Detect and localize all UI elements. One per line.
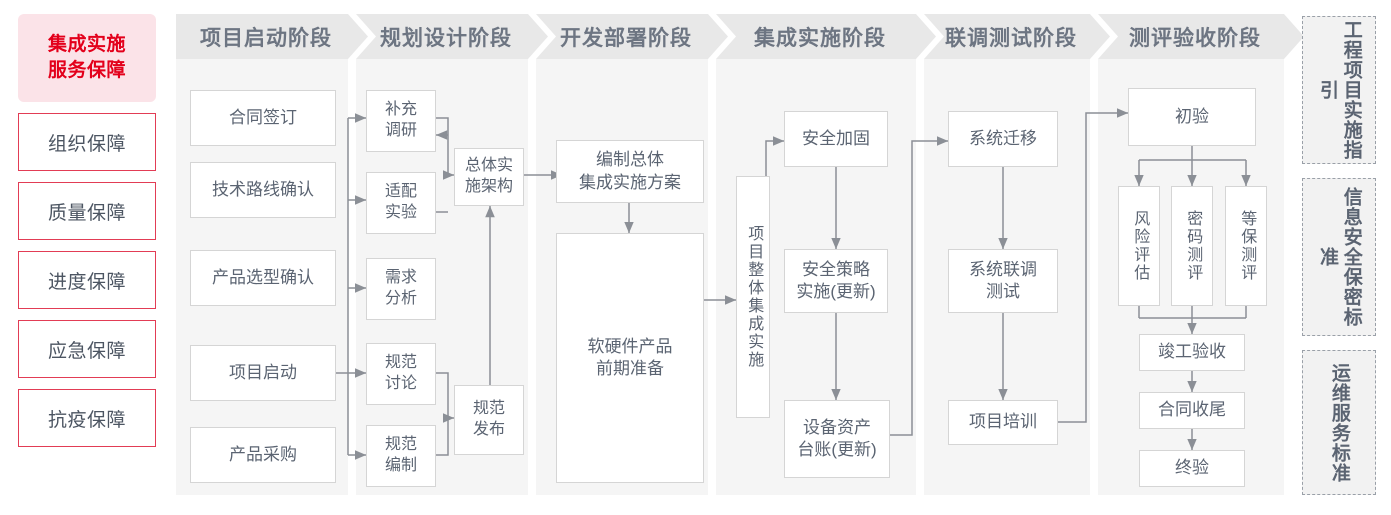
- standard-card-operations[interactable]: 运维服务标准: [1302, 350, 1376, 495]
- service-guarantee-title-line-2: 服务保障: [47, 60, 126, 81]
- node-system-migration[interactable]: 系统迁移: [948, 111, 1058, 167]
- phase-header-4: 集成实施阶段: [716, 14, 936, 59]
- node-spec-drafting[interactable]: 规范编制: [366, 425, 436, 487]
- node-product-selection[interactable]: 产品选型确认: [190, 250, 336, 306]
- phase-header-3: 开发部署阶段: [536, 14, 728, 59]
- node-initial-acceptance[interactable]: 初验: [1128, 88, 1256, 146]
- node-contract-closeout[interactable]: 合同收尾: [1139, 392, 1245, 429]
- standard-card-security[interactable]: 信息安全保密标准: [1302, 178, 1376, 336]
- node-completion-acceptance[interactable]: 竣工验收: [1139, 334, 1245, 371]
- phase-header-5: 联调测试阶段: [924, 14, 1110, 59]
- node-adaptation-test[interactable]: 适配实验: [366, 172, 436, 234]
- phase-header-1: 项目启动阶段: [176, 14, 368, 59]
- standard-card-security-label: 信息安全保密标准: [1317, 187, 1362, 327]
- node-hardware-software-prep[interactable]: 软硬件产品前期准备: [556, 233, 704, 483]
- service-guarantee-column: 集成实施 服务保障 组织保障 质量保障 进度保障 应急保障 抗疫保障: [18, 14, 156, 447]
- node-tech-route-confirm[interactable]: 技术路线确认: [190, 162, 336, 218]
- phase-header-2-label: 规划设计阶段: [380, 26, 512, 50]
- node-contract-signing[interactable]: 合同签订: [190, 90, 336, 146]
- node-project-training[interactable]: 项目培训: [948, 400, 1058, 445]
- phase-header-5-label: 联调测试阶段: [945, 26, 1077, 50]
- node-overall-plan-doc[interactable]: 编制总体集成实施方案: [556, 140, 704, 203]
- phase-header-3-label: 开发部署阶段: [560, 26, 692, 50]
- guarantee-item-quality[interactable]: 质量保障: [18, 182, 156, 240]
- phase-header-6: 测评验收阶段: [1098, 14, 1304, 59]
- guarantee-item-epidemic[interactable]: 抗疫保障: [18, 389, 156, 447]
- node-spec-publish[interactable]: 规范发布: [454, 385, 524, 455]
- node-spec-discussion[interactable]: 规范讨论: [366, 343, 436, 405]
- node-risk-assessment[interactable]: 风险评估: [1118, 186, 1160, 306]
- phase-header-2: 规划设计阶段: [356, 14, 548, 59]
- node-overall-architecture[interactable]: 总体实施架构: [454, 148, 524, 206]
- service-guarantee-title-line-1: 集成实施: [47, 34, 126, 56]
- node-mlps-evaluation[interactable]: 等保测评: [1225, 186, 1267, 306]
- node-requirement-analysis[interactable]: 需求分析: [366, 258, 436, 320]
- node-supplementary-survey[interactable]: 补充调研: [366, 90, 436, 152]
- node-system-joint-test[interactable]: 系统联调测试: [948, 249, 1058, 313]
- guarantee-item-schedule[interactable]: 进度保障: [18, 251, 156, 309]
- node-security-policy-impl[interactable]: 安全策略实施(更新): [784, 249, 888, 313]
- standard-card-operations-label: 运维服务标准: [1328, 362, 1350, 483]
- standard-card-engineering[interactable]: 工程项目实施指引: [1302, 16, 1376, 164]
- node-overall-integration[interactable]: 项目整体集成实施: [736, 176, 770, 418]
- node-final-acceptance[interactable]: 终验: [1139, 450, 1245, 487]
- node-product-procurement[interactable]: 产品采购: [190, 427, 336, 483]
- guarantee-item-emergency[interactable]: 应急保障: [18, 320, 156, 378]
- phase-header-6-label: 测评验收阶段: [1129, 26, 1261, 50]
- node-crypto-evaluation[interactable]: 密码测评: [1171, 186, 1213, 306]
- standard-card-engineering-label: 工程项目实施指引: [1317, 20, 1362, 160]
- node-security-hardening[interactable]: 安全加固: [784, 111, 888, 167]
- phase-header-1-label: 项目启动阶段: [200, 26, 332, 50]
- node-asset-ledger-update[interactable]: 设备资产台账(更新): [784, 400, 890, 478]
- guarantee-item-organization[interactable]: 组织保障: [18, 113, 156, 171]
- node-project-kickoff[interactable]: 项目启动: [190, 345, 336, 401]
- phase-header-4-label: 集成实施阶段: [754, 26, 886, 50]
- service-guarantee-title: 集成实施 服务保障: [18, 14, 156, 102]
